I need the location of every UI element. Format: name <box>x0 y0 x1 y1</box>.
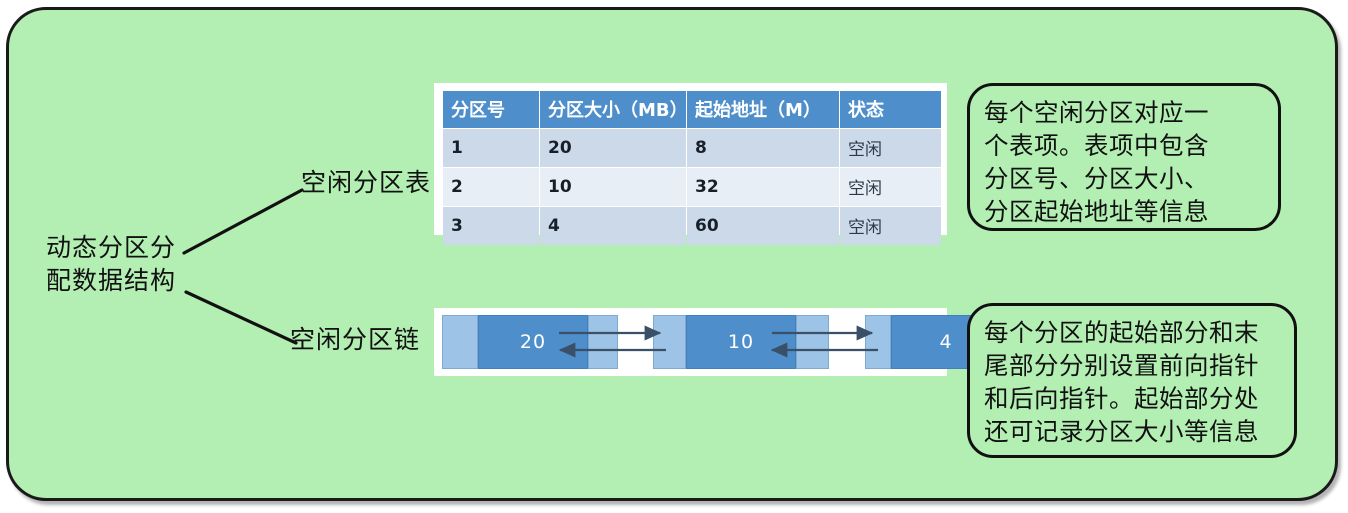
table-cell-status: 空闲 <box>840 168 941 206</box>
free-partition-chain-panel: 20 10 4 <box>434 308 1039 376</box>
note-free-partition-table: 每个空闲分区对应一 个表项。表项中包含 分区号、分区大小、 分区起始地址等信息 <box>967 83 1281 231</box>
master-label-line-2: 配数据结构 <box>46 266 177 295</box>
note-line: 每个空闲分区对应一 <box>984 98 1209 127</box>
master-label: 动态分区分 配数据结构 <box>46 231 176 297</box>
note-line: 分区起始地址等信息 <box>984 197 1209 226</box>
table-cell-partition-size: 4 <box>540 207 686 245</box>
table-cell-status: 空闲 <box>840 129 941 167</box>
note-line: 还可记录分区大小等信息 <box>984 417 1259 446</box>
table-cell-partition-id: 2 <box>443 168 539 206</box>
note-free-partition-chain: 每个分区的起始部分和末 尾部分分别设置前向指针 和后向指针。起始部分处 还可记录… <box>967 303 1297 458</box>
master-label-line-1: 动态分区分 <box>46 233 177 262</box>
chain-node-head-pointer <box>653 315 686 369</box>
table-cell-start-address: 60 <box>687 207 839 245</box>
note-line: 分区号、分区大小、 <box>984 164 1209 193</box>
chain-node-head-pointer <box>865 315 891 369</box>
table-cell-start-address: 8 <box>687 129 839 167</box>
table-header-row: 分区号 分区大小（MB） 起始地址（M） 状态 <box>443 91 941 128</box>
chain-node-size: 10 <box>686 315 796 369</box>
free-partition-table-panel: 分区号 分区大小（MB） 起始地址（M） 状态 1 20 8 空闲 2 10 3… <box>434 83 947 245</box>
table-row: 3 4 60 空闲 <box>443 207 941 245</box>
table-cell-partition-size: 20 <box>540 129 686 167</box>
chain-node-tail-pointer <box>588 315 618 369</box>
label-free-partition-chain: 空闲分区链 <box>290 325 421 354</box>
table-cell-status: 空闲 <box>840 207 941 245</box>
note-line: 尾部分分别设置前向指针 <box>984 351 1259 380</box>
chain-node-size: 20 <box>478 315 588 369</box>
free-partition-table: 分区号 分区大小（MB） 起始地址（M） 状态 1 20 8 空闲 2 10 3… <box>442 90 942 246</box>
table-header-cell: 状态 <box>840 91 941 128</box>
table-header-cell: 分区号 <box>443 91 539 128</box>
table-cell-partition-size: 10 <box>540 168 686 206</box>
note-line: 个表项。表项中包含 <box>984 131 1209 160</box>
note-line: 和后向指针。起始部分处 <box>984 384 1259 413</box>
chain-node: 20 <box>442 315 618 369</box>
chain-node: 10 <box>653 315 829 369</box>
table-cell-partition-id: 3 <box>443 207 539 245</box>
table-cell-start-address: 32 <box>687 168 839 206</box>
table-row: 1 20 8 空闲 <box>443 129 941 167</box>
note-line: 每个分区的起始部分和末 <box>984 318 1259 347</box>
table-header-cell: 起始地址（M） <box>687 91 839 128</box>
table-cell-partition-id: 1 <box>443 129 539 167</box>
chain-node-head-pointer <box>442 315 478 369</box>
table-header-cell: 分区大小（MB） <box>540 91 688 128</box>
chain-inner: 20 10 4 <box>442 315 1039 369</box>
chain-node-tail-pointer <box>796 315 829 369</box>
table-row: 2 10 32 空闲 <box>443 168 941 206</box>
label-free-partition-table: 空闲分区表 <box>301 168 432 197</box>
